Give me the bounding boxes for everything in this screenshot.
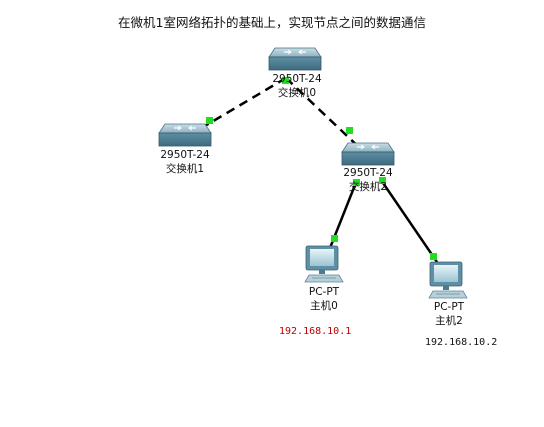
link-status-dot (430, 253, 437, 260)
pc0-pc-icon[interactable] (304, 245, 344, 283)
switch2-model-label: 2950T-24 (343, 167, 393, 179)
link-status-dot (282, 77, 289, 84)
link-switch0-switch2[interactable] (285, 77, 365, 153)
pc2-pc-icon[interactable] (428, 261, 468, 299)
switch1-name-label: 交换机1 (165, 163, 205, 175)
switch0-name-label: 交换机0 (277, 87, 317, 99)
pc0-ip-label: 192.168.10.1 (279, 326, 352, 337)
pc2-name-label: 主机2 (435, 315, 463, 327)
switch1-switch-icon[interactable] (158, 123, 212, 147)
link-status-dot (331, 235, 338, 242)
pc2-model-label: PC-PT (433, 301, 465, 313)
diagram-title: 在微机1室网络拓扑的基础上，实现节点之间的数据通信 (118, 15, 426, 30)
link-status-dot (206, 117, 213, 124)
pc2-ip-label: 192.168.10.2 (425, 337, 498, 348)
link-status-dots (206, 77, 437, 260)
switch0-model-label: 2950T-24 (272, 73, 322, 85)
link-status-dot (346, 127, 353, 134)
link-status-dot (353, 179, 360, 186)
link-status-dot (379, 177, 386, 184)
pc0-name-label: 主机0 (310, 300, 338, 312)
link-switch2-pc2[interactable] (379, 179, 439, 263)
switch0-switch-icon[interactable] (268, 47, 322, 71)
switch2-switch-icon[interactable] (341, 142, 395, 166)
links (192, 76, 439, 263)
pc0-model-label: PC-PT (308, 286, 340, 298)
switch1-model-label: 2950T-24 (160, 149, 210, 161)
switch2-name-label: 交换机2 (348, 181, 388, 193)
